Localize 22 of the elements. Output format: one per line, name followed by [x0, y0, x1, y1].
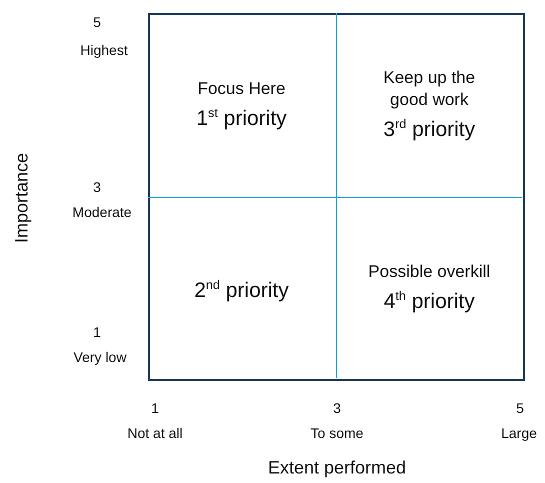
priority-label: 4$^{th}$ priority [384, 288, 475, 315]
tick-label: Highest [80, 42, 128, 58]
quadrant-title: Focus Here [198, 78, 286, 100]
tick-label: 3 [93, 179, 101, 195]
tick-label: 1 [93, 324, 101, 340]
tick-label: Very low [74, 349, 126, 365]
tick-label: 1 [151, 400, 159, 416]
tick-label: Not at all [127, 425, 183, 441]
tick-label: Moderate [72, 204, 132, 220]
tick-label: To some [310, 425, 364, 441]
quadrant-title: Keep up the good work [382, 66, 476, 110]
priority-label: 2$^{nd}$ priority [194, 276, 289, 304]
tick-label: 5 [93, 14, 101, 30]
tick-label: Large [501, 425, 537, 441]
tick-label: 5 [516, 400, 524, 416]
priority-label: 1$^{st}$ priority [196, 104, 287, 132]
tick-label: 3 [333, 400, 341, 416]
quadrant [148, 12, 336, 198]
axis-title: Importance [12, 152, 32, 244]
axis-title: Extent performed [268, 458, 406, 478]
priority-label: 3$^{rd}$ priority [383, 116, 476, 142]
quadrant-title: Possible overkill [368, 260, 490, 283]
